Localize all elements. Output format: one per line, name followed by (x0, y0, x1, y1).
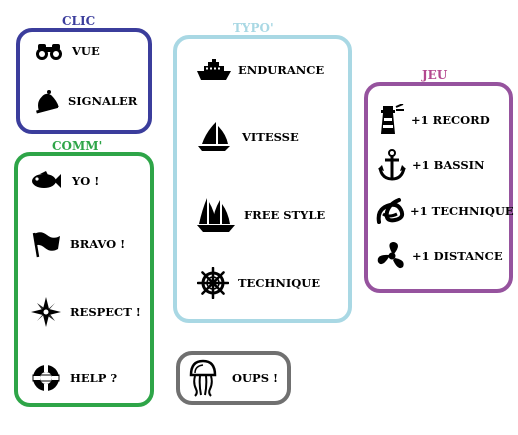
fish-icon (30, 170, 62, 192)
oups-item[interactable]: OUPS ! (188, 359, 278, 397)
jeu-item-distance[interactable]: +1 DISTANCE (376, 240, 503, 272)
oups-label: OUPS ! (232, 371, 279, 385)
jeu-item-record[interactable]: +1 RECORD (376, 104, 490, 136)
typo-item-technique[interactable]: TECHNIQUE (196, 267, 320, 299)
comm-item-yo[interactable]: YO ! (30, 170, 99, 192)
comm-item-help[interactable]: HELP ? (30, 363, 117, 393)
comm-item-label: BRAVO ! (70, 237, 126, 251)
comm-item-label: RESPECT ! (70, 305, 141, 319)
typo-title: TYPO' (233, 21, 274, 35)
typo-item-label: ENDURANCE (238, 63, 325, 77)
clic-item-signaler[interactable]: SIGNALER (32, 88, 137, 114)
jellyfish-icon (188, 359, 218, 397)
comm-item-bravo[interactable]: BRAVO ! (30, 230, 125, 258)
propeller-icon (376, 240, 408, 272)
jeu-item-label: +1 RECORD (411, 113, 490, 127)
lifebuoy-icon (30, 363, 62, 393)
typo-item-label: FREE STYLE (244, 208, 326, 222)
typo-item-label: VITESSE (242, 130, 299, 144)
comm-item-respect[interactable]: RESPECT ! (30, 296, 141, 328)
comm-panel (14, 152, 154, 407)
binoculars-icon (34, 40, 64, 62)
jeu-item-technique[interactable]: +1 TECHNIQUE (375, 196, 514, 226)
typo-item-label: TECHNIQUE (238, 276, 321, 290)
typo-panel (173, 35, 352, 323)
jeu-item-label: +1 TECHNIQUE (410, 204, 514, 218)
typo-item-endurance[interactable]: ENDURANCE (196, 58, 324, 82)
jeu-item-label: +1 BASSIN (412, 158, 485, 172)
anchor-icon (378, 149, 406, 181)
jeu-title: JEU (422, 68, 448, 82)
lighthouse-icon (376, 104, 406, 136)
rope-knot-icon (375, 196, 407, 226)
clic-item-label: VUE (72, 44, 100, 58)
bell-icon (32, 88, 60, 114)
comm-title: COMM' (52, 139, 103, 153)
clic-item-vue[interactable]: VUE (34, 40, 100, 62)
ship-wheel-icon (196, 267, 230, 299)
compass-rose-icon (30, 296, 62, 328)
typo-item-vitesse[interactable]: VITESSE (196, 120, 299, 154)
comm-item-label: HELP ? (70, 371, 118, 385)
cruise-ship-icon (196, 58, 232, 82)
clic-item-label: SIGNALER (68, 94, 138, 108)
tall-ship-icon (196, 196, 236, 234)
clic-title: CLIC (62, 14, 96, 28)
jeu-item-label: +1 DISTANCE (412, 249, 503, 263)
sailboat-icon (196, 120, 232, 154)
typo-item-free-style[interactable]: FREE STYLE (196, 196, 325, 234)
flag-icon (30, 230, 62, 258)
comm-item-label: YO ! (72, 174, 100, 188)
jeu-item-bassin[interactable]: +1 BASSIN (378, 149, 485, 181)
